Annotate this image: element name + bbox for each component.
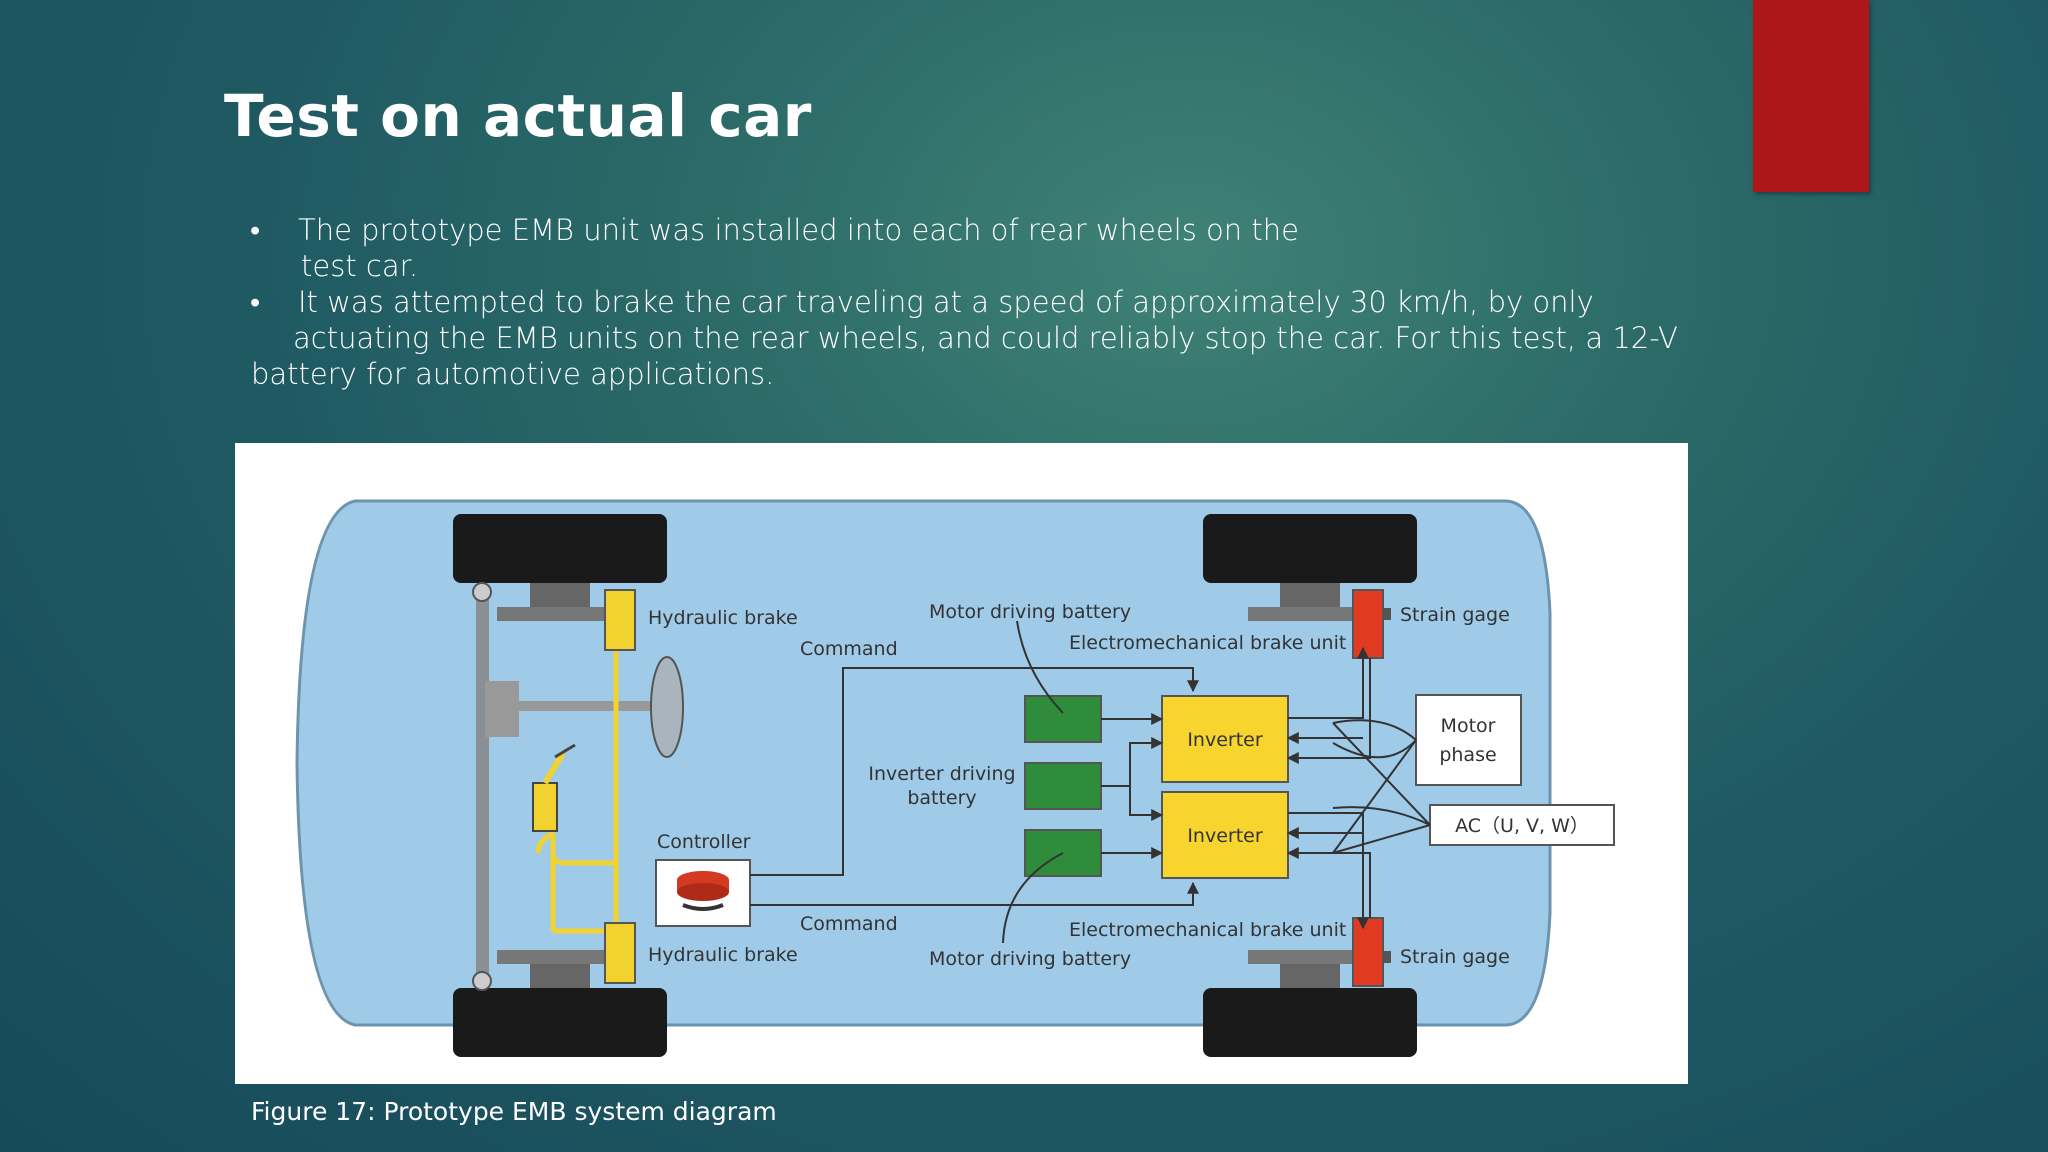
label-hydraulic-brake-top: Hydraulic brake	[648, 607, 798, 629]
bullet-list: • The prototype EMB unit was installed i…	[250, 212, 1678, 392]
label-hydraulic-brake-bottom: Hydraulic brake	[648, 944, 798, 966]
label-inverter-battery-line2: battery	[907, 787, 976, 809]
emb-system-figure: Hydraulic brake Hydraulic brake Command …	[235, 443, 1688, 1084]
tire-rear-left	[453, 988, 667, 1057]
hydraulic-brake-top	[604, 589, 636, 651]
emb-unit-bottom	[1352, 917, 1384, 987]
label-motor-battery-bottom: Motor driving battery	[929, 948, 1131, 970]
label-inverter-bottom: Inverter	[1187, 825, 1263, 847]
inverter-battery	[1024, 762, 1102, 810]
slide-title: Test on actual car	[224, 82, 812, 150]
bullet-line: battery for automotive applications.	[251, 357, 775, 391]
label-motor-phase-line1: Motor	[1441, 715, 1496, 737]
bullet-item: • The prototype EMB unit was installed i…	[250, 212, 1670, 284]
label-inverter-top: Inverter	[1187, 729, 1263, 751]
label-inverter-battery-line1: Inverter driving	[868, 763, 1015, 785]
bullet-line: It was attempted to brake the car travel…	[298, 285, 1594, 319]
motor-battery-top	[1024, 695, 1102, 743]
label-emb-unit-bottom: Electromechanical brake unit	[1069, 919, 1346, 941]
bullet-line: actuating the EMB units on the rear whee…	[293, 321, 1678, 355]
label-strain-gage-bottom: Strain gage	[1400, 946, 1510, 968]
figure-caption: Figure 17: Prototype EMB system diagram	[251, 1097, 777, 1126]
tire-front-left	[453, 514, 667, 583]
bullet-line: The prototype EMB unit was installed int…	[298, 213, 1299, 247]
hydraulic-brake-bottom	[604, 922, 636, 984]
label-command-top: Command	[800, 638, 898, 660]
label-ac: AC（U, V, W）	[1455, 815, 1589, 837]
inverter-bottom	[1161, 791, 1289, 879]
tire-rear-right	[1203, 988, 1417, 1057]
tire-front-right	[1203, 514, 1417, 583]
label-controller: Controller	[657, 831, 751, 853]
motor-phase-box	[1415, 694, 1522, 786]
label-strain-gage-top: Strain gage	[1400, 604, 1510, 626]
accent-tab	[1753, 0, 1869, 192]
label-motor-phase-line2: phase	[1439, 744, 1496, 766]
label-emb-unit-top: Electromechanical brake unit	[1069, 632, 1346, 654]
label-command-bottom: Command	[800, 913, 898, 935]
emb-diagram: Hydraulic brake Hydraulic brake Command …	[295, 499, 1615, 1057]
bullet-item: • It was attempted to brake the car trav…	[250, 284, 1678, 392]
label-motor-battery-top: Motor driving battery	[929, 601, 1131, 623]
emb-unit-top	[1352, 589, 1384, 659]
bullet-marker: •	[250, 213, 261, 247]
bullet-line: test car.	[301, 249, 419, 283]
bullet-marker: •	[250, 285, 261, 319]
